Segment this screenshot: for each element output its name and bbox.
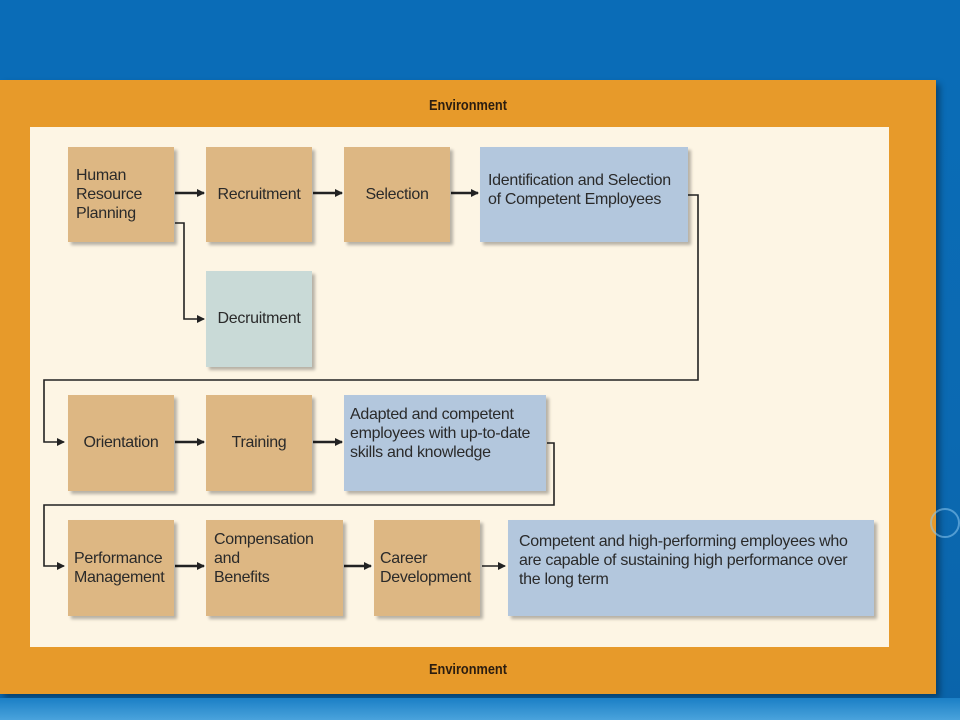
- arrow-adapted-to-performance: [43, 442, 555, 570]
- selection-label: Selection: [365, 185, 429, 203]
- outcome-line-3: the long term: [519, 571, 609, 589]
- decruitment-label: Decruitment: [217, 310, 301, 328]
- compensation-line-3: Benefits: [214, 569, 270, 587]
- training-box: Training: [206, 395, 312, 491]
- high-performing-outcome-box: Competent and high-performing employees …: [508, 520, 874, 616]
- outcome-line-1: Competent and high-performing employees …: [519, 533, 848, 550]
- selection-box: Selection: [344, 147, 450, 242]
- performance-line-1: Performance: [74, 549, 163, 567]
- adapted-line-3: skills and knowledge: [350, 444, 491, 462]
- orientation-box: Orientation: [68, 395, 174, 491]
- career-line-1: Career: [380, 549, 428, 567]
- decorative-ring: [930, 508, 960, 538]
- identification-line-2: of Competent Employees: [488, 191, 662, 209]
- connector-arrows: [43, 189, 699, 570]
- compensation-line-2: and: [214, 550, 240, 568]
- adapted-employees-box: Adapted and competent employees with up-…: [344, 395, 546, 491]
- identification-line-1: Identification and Selection: [488, 172, 671, 189]
- recruitment-label: Recruitment: [217, 185, 301, 203]
- environment-frame: Environment: [0, 80, 936, 694]
- slide-footer-band: [0, 698, 960, 720]
- hr-process-panel: Human Resource Planning Recruitment Sele…: [30, 127, 889, 647]
- slide-title-bar: [0, 0, 960, 80]
- career-line-2: Development: [380, 569, 471, 586]
- career-development-box: Career Development: [374, 520, 480, 616]
- environment-label-top: Environment: [429, 97, 507, 114]
- human-resource-planning-box: Human Resource Planning: [68, 147, 174, 242]
- outcome-line-2: are capable of sustaining high performan…: [519, 552, 848, 570]
- hrp-line-2: Resource: [76, 185, 143, 203]
- identification-outcome-box: Identification and Selection of Competen…: [480, 147, 688, 242]
- environment-label-bottom: Environment: [429, 661, 507, 678]
- adapted-line-2: employees with up-to-date: [350, 425, 531, 443]
- hrp-line-1: Human: [76, 166, 127, 184]
- compensation-line-1: Compensation: [214, 531, 314, 548]
- hrp-line-3: Planning: [76, 205, 136, 223]
- arrow-hrp-to-decruitment: [175, 222, 205, 323]
- orientation-label: Orientation: [83, 434, 159, 452]
- training-label: Training: [231, 434, 287, 452]
- recruitment-box: Recruitment: [206, 147, 312, 242]
- decruitment-box: Decruitment: [206, 271, 312, 367]
- performance-line-2: Management: [74, 569, 165, 586]
- adapted-line-1: Adapted and competent: [350, 406, 514, 423]
- arrow-identification-to-orientation: [43, 194, 699, 446]
- performance-management-box: Performance Management: [68, 520, 174, 616]
- compensation-benefits-box: Compensation and Benefits: [206, 520, 343, 616]
